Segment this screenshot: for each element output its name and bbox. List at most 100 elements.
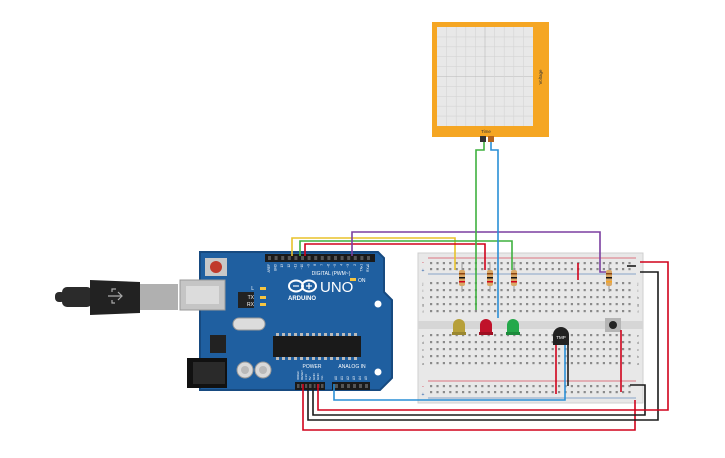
breadboard-hole [455,303,458,306]
breadboard-hole [487,289,490,292]
chip-pin [348,333,351,336]
breadboard-hole [430,341,433,344]
header-pin[interactable] [301,256,304,260]
digital-pin-label: 7 [320,264,324,266]
wire-purple-pin2[interactable] [351,231,606,273]
header-pin[interactable] [294,256,298,260]
chip-pin [324,357,327,360]
header-pin[interactable] [334,256,337,260]
header-pin[interactable] [321,384,324,388]
led-red[interactable] [479,319,493,335]
breadboard-hole [545,362,548,365]
breadboard-hole [468,289,471,292]
breadboard-hole [430,303,433,306]
rail-sign: - [422,260,424,266]
header-pin[interactable] [287,256,291,260]
breadboard-hole [462,348,465,351]
led-yellow[interactable] [452,319,466,335]
header-pin[interactable] [353,384,356,388]
header-pin[interactable] [347,256,351,260]
wire-red-pin11[interactable] [304,243,486,270]
header-pin[interactable] [360,256,364,260]
breadboard-hole [468,391,471,394]
breadboard-hole [615,362,618,365]
header-pin[interactable] [353,256,357,260]
pushbutton[interactable] [605,318,621,332]
header-pin[interactable] [314,256,318,260]
resistor-1[interactable] [459,262,465,292]
breadboard-hole [481,282,484,285]
resistor-3[interactable] [511,262,517,292]
header-pin[interactable] [313,384,316,388]
header-pin[interactable] [347,384,350,388]
oscilloscope-grid [437,27,533,126]
usb-plug-metal [140,284,178,310]
breadboard-hole [430,268,433,271]
header-pin[interactable] [365,384,368,388]
wire-black-gnd1[interactable] [307,271,659,421]
digital-pin-label: ~11 [293,264,297,269]
breadboard-hole [551,262,554,265]
header-pin[interactable] [297,384,300,388]
oscilloscope-terminal-pos[interactable] [488,136,494,142]
breadboard-hole [622,362,625,365]
breadboard-hole [519,296,522,299]
breadboard-hole [481,310,484,313]
digital-header[interactable] [265,254,375,262]
breadboard-hole [468,296,471,299]
reset-button[interactable] [210,261,222,273]
oscilloscope-terminal-neg[interactable] [480,136,486,142]
breadboard-hole [481,341,484,344]
header-pin[interactable] [307,256,311,260]
breadboard-hole [583,262,586,265]
analog-header[interactable] [332,382,370,390]
breadboard-hole [430,310,433,313]
wire-green-pin10[interactable] [299,240,513,270]
header-pin[interactable] [305,384,308,388]
breadboard-hole [449,385,452,388]
temperature-sensor[interactable]: TMP [553,327,569,345]
breadboard-hole [564,262,567,265]
oscilloscope[interactable]: Voltage Time [432,22,549,142]
breadboard-hole [590,310,593,313]
breadboard-hole [628,310,631,313]
header-pin[interactable] [335,384,338,388]
header-pin[interactable] [327,256,331,260]
wire-red-rail[interactable] [317,261,669,411]
resistor-2[interactable] [487,262,493,292]
header-pin[interactable] [367,256,370,260]
header-pin[interactable] [340,256,344,260]
wire-blue-scope[interactable] [490,142,499,318]
led-green[interactable] [506,319,520,335]
pushbutton-cap[interactable] [609,321,617,329]
led-l-label: L [251,286,254,292]
header-pin[interactable] [341,384,344,388]
wire-black-gnd2[interactable] [312,384,646,416]
breadboard-hole [558,348,561,351]
breadboard-hole [590,303,593,306]
wire-blue-a0[interactable] [333,345,566,401]
wire-yellow-pin12[interactable] [291,237,456,270]
usb-cable[interactable] [55,280,178,315]
breadboard-hole [526,262,529,265]
breadboard-hole [500,268,503,271]
breadboard-hole [596,289,599,292]
led-on-indicator [350,278,356,281]
resistor-4[interactable] [606,264,612,292]
header-pin[interactable] [320,256,324,260]
breadboard-hole [538,391,541,394]
header-pin[interactable] [309,384,312,388]
wire-green-scope[interactable] [475,142,485,310]
breadboard-hole [481,362,484,365]
header-pin[interactable] [268,256,271,260]
breadboard-hole [462,355,465,358]
header-pin[interactable] [274,256,278,260]
digital-pin-label: 2 [353,264,357,266]
breadboard-hole [468,355,471,358]
row-letter: j [422,281,424,286]
header-pin[interactable] [281,256,285,260]
header-pin[interactable] [359,384,362,388]
digital-pin-label: 13 [280,264,284,268]
